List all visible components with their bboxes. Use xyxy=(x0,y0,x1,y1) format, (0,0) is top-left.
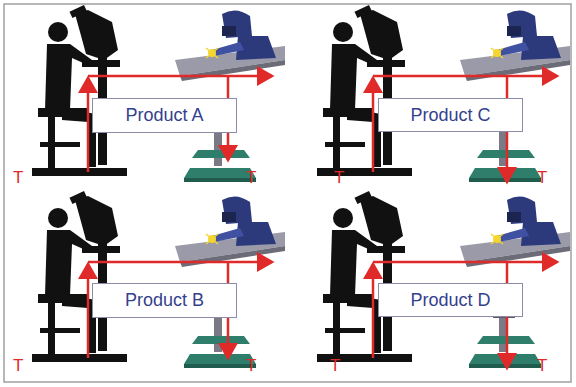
station-label: T xyxy=(334,168,344,188)
product-box: Product C xyxy=(378,98,523,132)
product-box: Product D xyxy=(378,283,523,317)
station-label: T xyxy=(246,356,256,376)
product-box: Product B xyxy=(92,283,237,318)
station-label: T xyxy=(246,168,256,188)
station-label: T xyxy=(13,168,23,188)
product-label: Product D xyxy=(410,290,490,311)
station-label: T xyxy=(537,168,547,188)
product-box: Product A xyxy=(92,98,237,133)
flow-arrows xyxy=(88,76,557,368)
product-label: Product A xyxy=(125,105,203,126)
station-label: T xyxy=(537,356,547,376)
station-label: T xyxy=(330,356,340,376)
product-label: Product B xyxy=(125,290,204,311)
product-label: Product C xyxy=(410,105,490,126)
station-label: T xyxy=(13,356,23,376)
frame xyxy=(4,4,571,382)
